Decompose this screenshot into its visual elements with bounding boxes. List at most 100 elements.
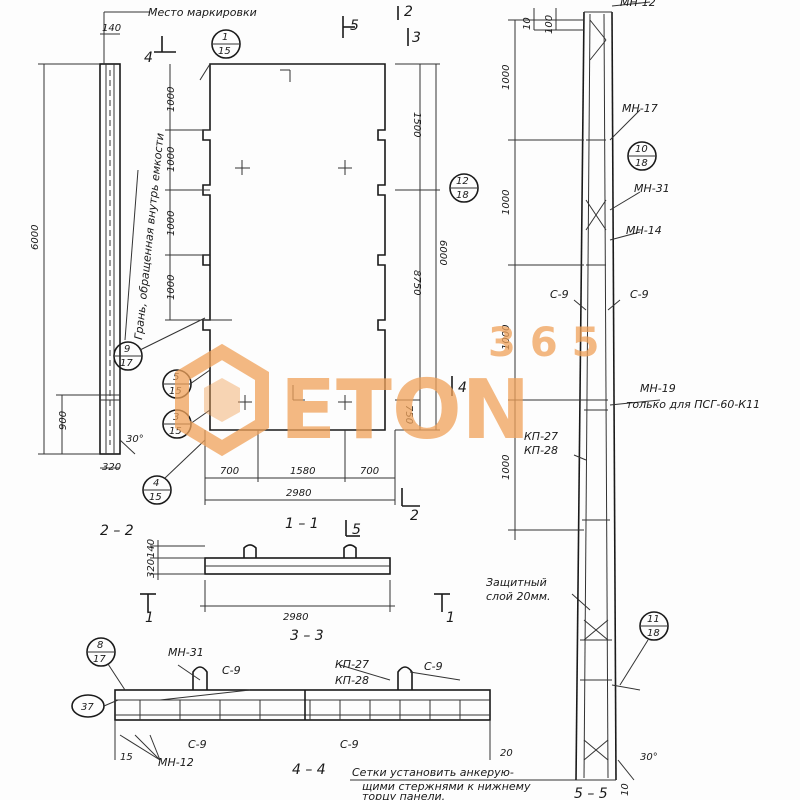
dim-20: 20 — [500, 748, 513, 759]
dim-750: 750 — [403, 405, 414, 424]
dim-2980: 2980 — [286, 488, 311, 499]
svg-text:15: 15 — [218, 46, 231, 57]
dim-1000-r2: 1000 — [501, 190, 512, 215]
dim-30deg-right: 30° — [640, 752, 658, 763]
only-for-label: только для ПСГ-60-К11 — [626, 398, 760, 411]
cut-mark-1-right: 1 — [446, 610, 455, 626]
dim-700-right: 700 — [360, 466, 379, 477]
svg-text:17: 17 — [120, 358, 133, 369]
marking-place-label: Место маркировки — [148, 6, 257, 19]
section-5-5-title: 5 – 5 — [574, 786, 608, 800]
note-line1: Сетки установить анкерую- — [352, 766, 514, 779]
part-kp28-bottom: КП-28 — [335, 674, 369, 687]
dim-10-bottom: 10 — [620, 783, 631, 796]
callout-37: 37 — [71, 694, 105, 718]
section-3-3-plan — [140, 540, 450, 612]
svg-text:1: 1 — [222, 32, 228, 43]
dim-320: 320 — [102, 462, 121, 473]
svg-text:9: 9 — [124, 344, 130, 355]
cut-mark-4-right: 4 — [458, 380, 467, 396]
callout-8-17: 817 — [86, 637, 116, 667]
section-2-2-title: 2 – 2 — [100, 523, 134, 539]
callout-1-15: 115 — [211, 29, 241, 59]
section-4-4-bottom — [114, 664, 491, 761]
part-kp27-right: КП-27 — [524, 430, 558, 443]
cut-mark-1-left: 1 — [145, 610, 154, 626]
part-s9-a: С-9 — [222, 664, 241, 677]
part-s9-right-a: С-9 — [550, 288, 569, 301]
part-s9-c: С-9 — [188, 738, 207, 751]
dim-140-s33: 140 — [146, 539, 157, 558]
dim-6000-left: 6000 — [30, 225, 41, 250]
dim-1000-c: 1000 — [166, 211, 177, 236]
note-line2: щими стержнями к нижнему — [362, 780, 531, 793]
dim-2980-s33: 2980 — [283, 612, 308, 623]
dim-700-left: 700 — [220, 466, 239, 477]
cut-mark-5-bottom: 5 — [352, 522, 361, 538]
watermark-main-text: ETON — [280, 363, 530, 458]
part-mn31-bottom: МН-31 — [168, 646, 204, 659]
part-kp27-bottom: КП-27 — [335, 658, 369, 671]
section-3-3-title: 3 – 3 — [290, 628, 324, 644]
callout-9-17: 917 — [113, 341, 143, 371]
dim-8750: 8750 — [411, 270, 422, 295]
section-1-1-panel — [154, 6, 453, 537]
svg-text:18: 18 — [456, 190, 469, 201]
watermark-top-text: 365 — [488, 320, 614, 366]
dim-320-s33: 320 — [146, 559, 157, 578]
part-mn12-bottom: МН-12 — [158, 756, 194, 769]
part-s9-right-b: С-9 — [630, 288, 649, 301]
part-s9-d: С-9 — [340, 738, 359, 751]
svg-text:10: 10 — [635, 144, 648, 155]
section-4-4-title: 4 – 4 — [292, 762, 326, 778]
dim-900: 900 — [58, 411, 69, 430]
part-mn17: МН-17 — [622, 102, 658, 115]
svg-text:37: 37 — [81, 702, 94, 713]
section-2-2-elevation — [38, 11, 150, 469]
svg-text:18: 18 — [635, 158, 648, 169]
dim-6000-panel: 6000 — [437, 240, 448, 265]
part-mn12-top: МН-12 — [620, 0, 656, 9]
dim-1000-b: 1000 — [166, 147, 177, 172]
dim-1000-d: 1000 — [166, 275, 177, 300]
svg-text:12: 12 — [456, 176, 469, 187]
svg-text:15: 15 — [169, 426, 182, 437]
dim-30deg-left: 30° — [126, 434, 144, 445]
watermark-logo: ETON 365 — [175, 320, 614, 458]
section-5-5-elevation — [508, 1, 661, 781]
dim-15: 15 — [120, 752, 133, 763]
svg-text:4: 4 — [153, 478, 159, 489]
part-s9-b: С-9 — [424, 660, 443, 673]
dim-10-top: 10 — [522, 17, 533, 30]
protective-layer-line1: Защитный — [486, 576, 547, 589]
svg-text:17: 17 — [93, 654, 106, 665]
dim-1000-a: 1000 — [166, 87, 177, 112]
dim-1500: 1500 — [411, 112, 422, 137]
dim-1580: 1580 — [290, 466, 315, 477]
cut-mark-5-top: 5 — [350, 18, 359, 34]
cut-mark-3-top: 3 — [412, 30, 421, 46]
part-mn14: МН-14 — [626, 224, 662, 237]
dim-1000-r1: 1000 — [501, 65, 512, 90]
part-mn19: МН-19 — [640, 382, 676, 395]
dim-1000-r4: 1000 — [501, 455, 512, 480]
svg-text:8: 8 — [97, 640, 103, 651]
face-inside-label: Грань, обращенная внутрь емкости — [132, 132, 167, 340]
protective-layer-line2: слой 20мм. — [486, 590, 551, 603]
dim-100-top: 100 — [544, 15, 555, 34]
dim-1000-r3: 1000 — [501, 325, 512, 350]
callout-4-15: 415 — [142, 475, 172, 505]
cut-mark-4-top: 4 — [144, 50, 153, 66]
cut-mark-2-top: 2 — [404, 4, 413, 20]
part-mn31-right: МН-31 — [634, 182, 670, 195]
dim-140: 140 — [102, 23, 121, 34]
cut-mark-2-bottom: 2 — [410, 508, 419, 524]
svg-text:15: 15 — [149, 492, 162, 503]
note-line3: торцу панели. — [362, 790, 445, 800]
part-kp28-right: КП-28 — [524, 444, 558, 457]
